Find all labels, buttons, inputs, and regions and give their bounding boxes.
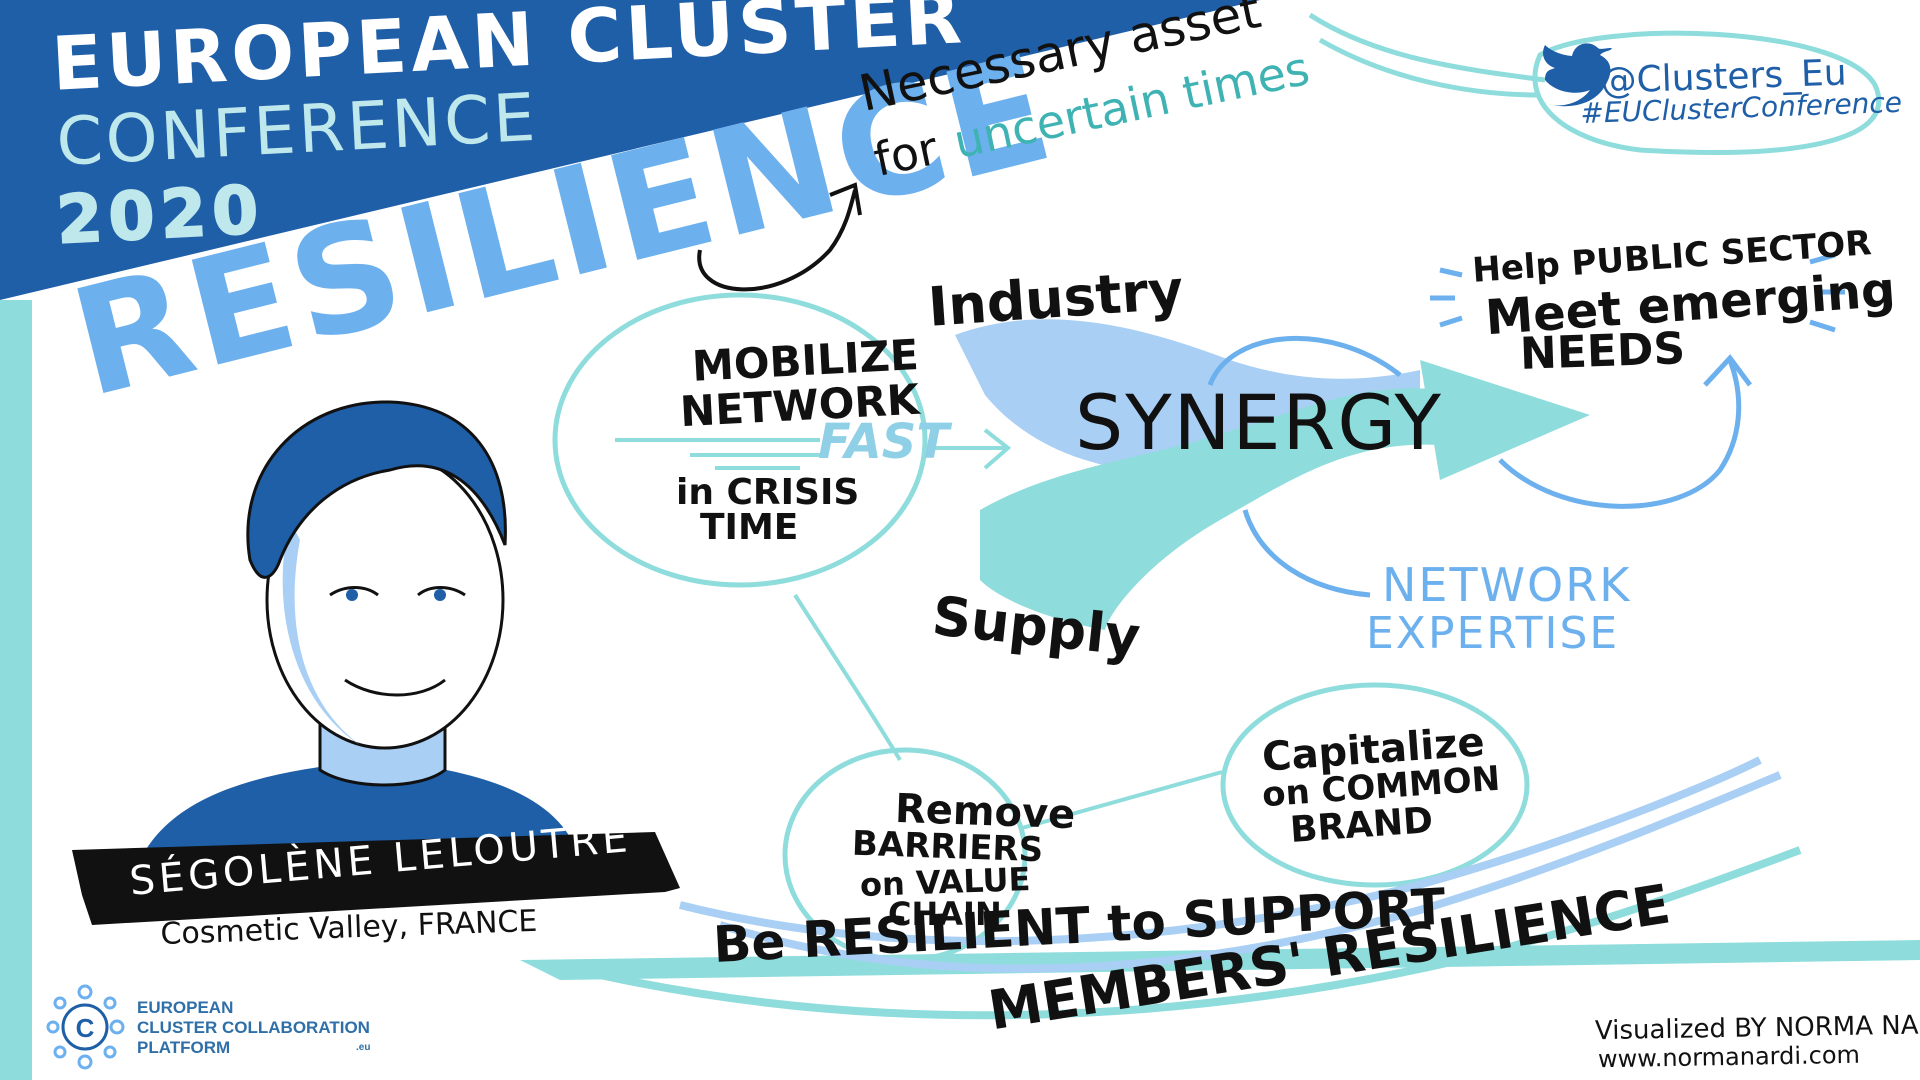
fast-arrow — [935, 428, 1012, 470]
connector-line — [793, 593, 902, 762]
bubble-tail-2 — [1318, 37, 1541, 98]
mobilize-line4: in CRISIS — [676, 472, 860, 513]
synergy-label: SYNERGY — [1075, 378, 1443, 467]
help-curve-head — [1703, 354, 1753, 387]
portrait-eyes — [329, 586, 466, 597]
motto-swoosh-2 — [718, 771, 1782, 973]
bubble-tail — [1308, 12, 1546, 83]
portrait-eye-left — [346, 589, 358, 601]
note-arrow-head — [829, 182, 862, 216]
synergy-loop — [1207, 335, 1402, 386]
motto-swoosh-1 — [679, 756, 1762, 946]
twitter-bird-icon — [1543, 43, 1612, 107]
bubble-connector — [1021, 770, 1223, 830]
artist-credit: Visualized BY NORMA NARDI — [1594, 1009, 1920, 1047]
help-line3: NEEDS — [1519, 323, 1686, 380]
portrait-hair — [246, 400, 507, 579]
mobilize-fast: FAST — [818, 414, 950, 470]
svg-text:C: C — [76, 1013, 95, 1043]
note-line2-for: for — [869, 120, 943, 187]
platform-name-line3: PLATFORM — [137, 1038, 231, 1057]
note-arrow — [697, 189, 857, 292]
supply-ribbon — [980, 388, 1440, 630]
emphasis-marks-right — [1809, 252, 1845, 333]
speed-lines — [615, 438, 820, 470]
motto-swoosh-3 — [599, 846, 1802, 1020]
capitalize-line3: BRAND — [1288, 800, 1435, 851]
synergy-arrow — [1420, 360, 1590, 480]
portrait-smile — [344, 678, 446, 697]
expertise-curve — [1242, 509, 1371, 598]
portrait-shoulders — [140, 760, 580, 860]
header-band — [0, 0, 1260, 300]
help-curve — [1498, 359, 1742, 509]
platform-name-line1: EUROPEAN — [137, 998, 234, 1017]
left-margin-stripe — [0, 300, 32, 1080]
remove-line4: CHAIN — [888, 895, 1002, 933]
platform-domain-suffix: .eu — [356, 1042, 371, 1053]
emphasis-marks-left — [1430, 267, 1463, 328]
mobilize-bubble — [552, 292, 928, 588]
portrait-face-shade — [282, 520, 360, 745]
bottom-stripe — [520, 940, 1920, 980]
twitter-bubble — [1532, 30, 1882, 155]
name-banner — [72, 832, 680, 925]
network-expertise-line1: NETWORK — [1382, 558, 1632, 612]
portrait-eye-right — [434, 589, 446, 601]
artist-website[interactable]: www.normanardi.com — [1597, 1040, 1861, 1074]
platform-name-line2: CLUSTER COLLABORATION — [137, 1018, 370, 1037]
platform-logo-icon — [46, 984, 125, 1070]
mobilize-line5: TIME — [700, 507, 799, 548]
capitalize-bubble — [1220, 682, 1530, 888]
network-expertise-line2: EXPERTISE — [1366, 608, 1620, 659]
